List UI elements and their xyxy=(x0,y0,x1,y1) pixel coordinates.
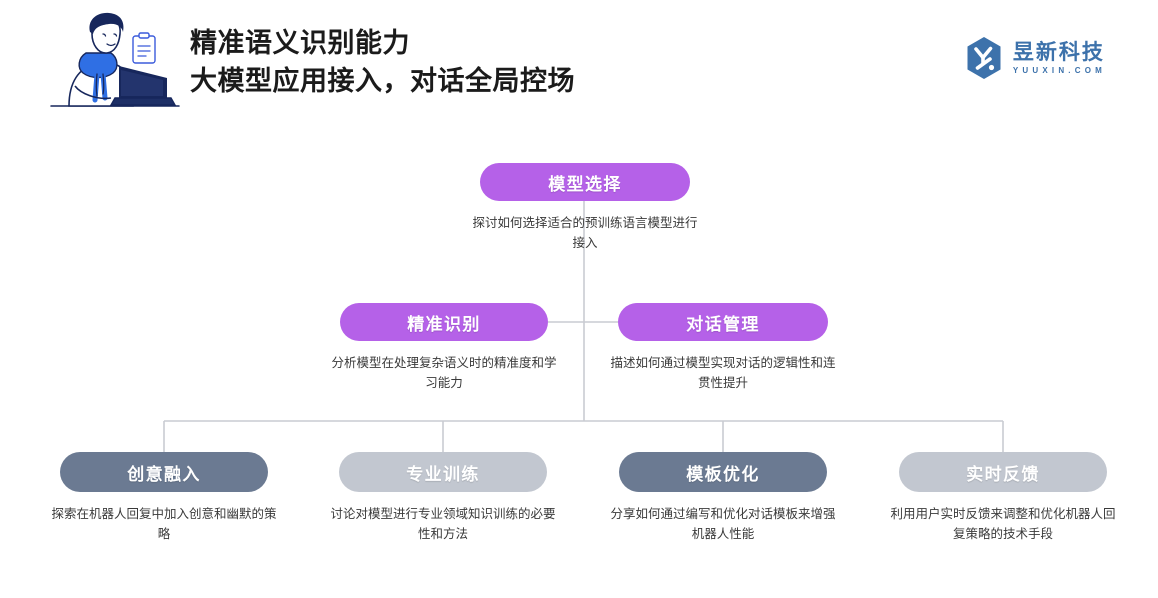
brand-name-en: YUUXIN.COM xyxy=(1012,65,1106,75)
node-level2-0[interactable]: 精准识别 xyxy=(340,303,548,341)
page-title-line-2: 大模型应用接入，对话全局控场 xyxy=(190,66,575,96)
mindmap-diagram: 模型选择 探讨如何选择适合的预训练语言模型进行接入 精准识别 分析模型在处理复杂… xyxy=(0,120,1158,598)
person-working-on-laptop-illustration xyxy=(45,8,185,116)
page-header: 精准语义识别能力 大模型应用接入，对话全局控场 昱新科技 YUUXIN.COM xyxy=(0,0,1158,120)
hexagon-y-logo-icon xyxy=(967,37,1001,79)
node-level3-2[interactable]: 模板优化 xyxy=(619,452,827,492)
brand-logo: 昱新科技 YUUXIN.COM xyxy=(964,36,1106,80)
page-title: 精准语义识别能力 大模型应用接入，对话全局控场 xyxy=(190,24,810,100)
node-level3-1[interactable]: 专业训练 xyxy=(339,452,547,492)
node-level2-1-description: 描述如何通过模型实现对话的逻辑性和连贯性提升 xyxy=(610,356,836,390)
node-level3-0[interactable]: 创意融入 xyxy=(60,452,268,492)
node-level3-2-description: 分享如何通过编写和优化对话模板来增强机器人性能 xyxy=(610,507,836,541)
node-level3-3[interactable]: 实时反馈 xyxy=(899,452,1107,492)
node-root-description: 探讨如何选择适合的预训练语言模型进行接入 xyxy=(472,216,698,250)
clipboard-icon xyxy=(132,32,156,64)
node-level3-3-description: 利用用户实时反馈来调整和优化机器人回复策略的技术手段 xyxy=(890,507,1116,541)
node-level3-0-description: 探索在机器人回复中加入创意和幽默的策略 xyxy=(51,507,277,541)
connector-lines xyxy=(163,201,1004,452)
page-title-line-1: 精准语义识别能力 xyxy=(190,28,410,58)
node-level3-1-description: 讨论对模型进行专业领域知识训练的必要性和方法 xyxy=(330,507,556,541)
brand-name-cn: 昱新科技 xyxy=(1012,40,1105,64)
node-level2-0-description: 分析模型在处理复杂语义时的精准度和学习能力 xyxy=(331,356,557,390)
node-level2-1[interactable]: 对话管理 xyxy=(618,303,828,341)
node-root[interactable]: 模型选择 xyxy=(480,163,690,201)
